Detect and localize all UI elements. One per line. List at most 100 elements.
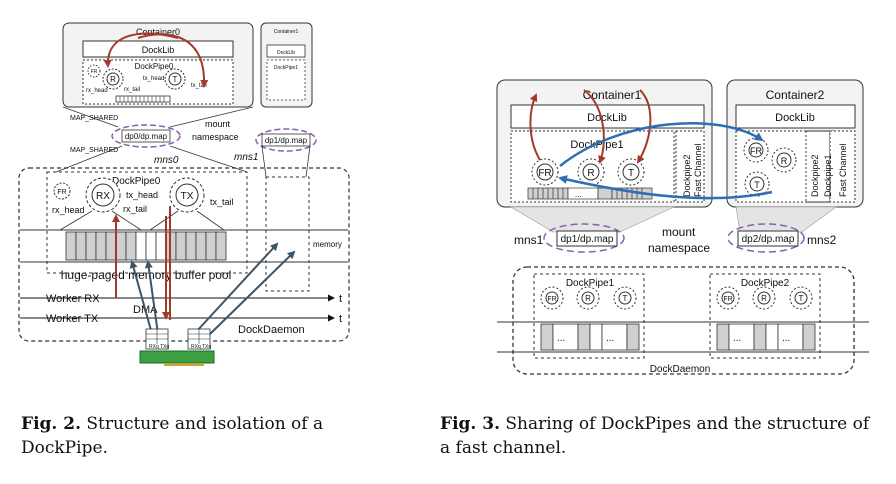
fig3-d-ring-r-1: R	[585, 294, 591, 303]
ring-tx-core	[175, 183, 199, 207]
fig3-mount-label: mount	[662, 225, 696, 239]
fig3-c2-fastchannel: Fast Channel	[838, 143, 848, 197]
fig3-c2-fastchannel-col	[829, 130, 856, 203]
nic-rxq-label: RXq	[149, 344, 159, 350]
fig3-c2-dockpipe1: Dockpipe1	[823, 154, 833, 197]
fig2-caption: Fig. 2. Structure and isolation of a Doc…	[21, 412, 401, 460]
tx-head-daemon: tx_head	[126, 190, 158, 200]
fig3-dockpipe1-label: DockPipe1	[570, 139, 623, 151]
fig3-map-file1-label: dp1/dp.map	[561, 234, 614, 245]
fig3-dockdaemon-label: DockDaemon	[650, 364, 711, 375]
ring-line-4	[196, 210, 225, 231]
t-label-rx: t	[339, 293, 342, 305]
fig3-ring-t-c1: T	[628, 168, 634, 179]
fig3-ring-fr-c2: FR	[750, 146, 762, 156]
worker-rx-label: Worker RX	[46, 293, 100, 305]
ring-fr-c0-label: FR	[91, 69, 98, 75]
dash-line-3	[261, 145, 267, 178]
fig3-mns1-label: mns1	[514, 233, 544, 247]
fig3-ring-r-c2: R	[781, 156, 788, 166]
dockdaemon-box	[18, 167, 350, 342]
fig3-docklib-c2-label: DockLib	[775, 112, 815, 124]
fig3-buffer-strip-c1	[527, 187, 653, 200]
fig3-daemon-pipe1-box	[533, 273, 645, 359]
fig3-ring-fr-c1: FR	[538, 168, 551, 179]
fig3-dockpipe2-vertical: Dockpipe2	[682, 154, 692, 197]
fig3-container2-label: Container2	[766, 88, 825, 102]
nic-txq-label: TXq	[160, 344, 169, 350]
fig3-namespace-label: namespace	[648, 241, 710, 255]
docklib-label-c0: DockLib	[142, 45, 175, 55]
fig3-ellipsis-4: ...	[782, 333, 790, 344]
fig3-fastchannel-box	[675, 130, 705, 203]
ring-line-1	[59, 210, 93, 231]
fig3-daemon-pipe2-box	[709, 273, 821, 359]
fig3-funnel-1	[509, 206, 675, 233]
ring-rx-label: RX	[96, 191, 110, 202]
mns0-ellipse	[111, 124, 181, 148]
shared-line-2	[169, 106, 254, 128]
nic-txq-label-2: TXq	[202, 344, 211, 350]
fig3-rings-daemon	[540, 286, 813, 310]
map-file0-box	[121, 129, 171, 143]
rx-head-c0: rx_head	[86, 88, 108, 94]
fig3-dockdaemon-box	[512, 266, 855, 375]
container0-label: Container0	[136, 27, 180, 37]
dockpipe1-box-c1	[266, 59, 306, 101]
fig3-caption-text: Sharing of DockPipes and the structure o…	[440, 414, 870, 458]
fig3-rings-c2	[743, 137, 797, 197]
fig3-red-arrow-1	[529, 93, 541, 161]
map-file1-box	[261, 133, 311, 147]
fig3-c2-dockpipe2: Dockpipe2	[810, 154, 820, 197]
fig3-container1-label: Container1	[583, 88, 642, 102]
ring-tx-label: TX	[181, 191, 194, 202]
memory-label: memory	[313, 240, 342, 249]
fig2-diagram: Container0 DockLib DockPipe0 FR R T rx_h…	[18, 22, 350, 366]
tx-head-c0: tx_head	[143, 76, 164, 82]
fig3-mns1-ellipse	[543, 223, 625, 253]
shared-line-1	[62, 106, 119, 128]
red-curve-c0-left	[103, 32, 179, 68]
fig3-red-arrow-3	[636, 89, 652, 164]
ring-rx-core	[91, 183, 115, 207]
fig3-blue-arrow-2	[558, 175, 773, 200]
fig3-c2-dockpipe2-col	[805, 130, 831, 203]
nic-card	[139, 328, 215, 366]
fig3-ring-t-c2: T	[754, 180, 760, 190]
fig3-map-file1-box	[556, 230, 618, 247]
fig3-docklib-c1-label: DockLib	[587, 112, 627, 124]
mns1-label: mns1	[234, 152, 258, 163]
dockpipe1-label-c1: DockPipe1	[274, 65, 298, 71]
fig2-caption-label: Fig. 2.	[21, 414, 81, 434]
rx-tail-c0: rx_tail	[124, 87, 140, 93]
ring-t-c0-label: T	[173, 75, 178, 84]
dma-arrow-3	[195, 242, 279, 333]
fig3-ellipsis-3: ...	[733, 333, 741, 344]
fig3-mns2-ellipse	[727, 223, 805, 253]
fig3-ring-r-c1: R	[587, 168, 594, 179]
fig3-docklib-c2	[735, 104, 856, 129]
ring-r-c0-core	[106, 72, 120, 86]
map-file1-label: dp1/dp.map	[265, 136, 308, 145]
fig3-daemon-pipe2-label: DockPipe2	[741, 278, 790, 289]
buffer-strip-c0	[115, 95, 171, 103]
map-shared-bottom: MAP_SHARED	[70, 147, 118, 154]
ring-fr-daemon	[53, 182, 71, 200]
fig3-docklib-c1	[510, 104, 705, 129]
rx-head-daemon: rx_head	[52, 205, 85, 215]
fig3-caption: Fig. 3. Sharing of DockPipes and the str…	[440, 412, 880, 460]
fig3-caption-label: Fig. 3.	[440, 414, 500, 434]
fig3-mns2-label: mns2	[807, 233, 837, 247]
fig3-daemon-pipe1-label: DockPipe1	[566, 278, 615, 289]
fig2-caption-text: Structure and isolation of a DockPipe.	[21, 414, 324, 458]
ring-line-3	[149, 210, 179, 231]
rx-tail-daemon: rx_tail	[123, 204, 147, 214]
fig3-fastchannel-vertical: Fast Channel	[693, 143, 703, 197]
dockdaemon-label: DockDaemon	[238, 324, 305, 336]
dma-arrow-4	[209, 250, 296, 335]
docklib-box-c0	[82, 40, 234, 58]
container1-label: Container1	[274, 29, 299, 35]
ring-t-c0-core	[168, 72, 182, 86]
dma-arrow-2	[144, 260, 159, 335]
